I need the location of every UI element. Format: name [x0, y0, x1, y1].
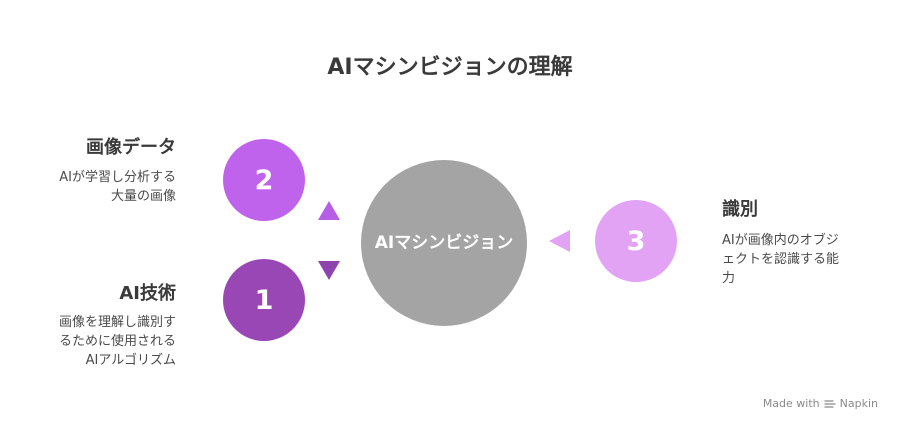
- ai-tech-desc-line: るために使用される: [58, 334, 176, 349]
- image-data-heading: 画像データ: [86, 137, 176, 158]
- node-1-number: 1: [254, 284, 274, 316]
- ai-tech-desc-line: AIアルゴリズム: [85, 353, 176, 368]
- node-1-circle: 1: [223, 259, 305, 341]
- center-circle: AIマシンビジョン: [361, 160, 527, 326]
- recognition-description: AIが画像内のオブジ ェクトを認識する能 力: [722, 231, 872, 288]
- diagram-title: AIマシンビジョンの理解: [327, 55, 573, 80]
- recognition-desc-line: 力: [722, 271, 736, 286]
- node-3-number: 3: [626, 225, 646, 257]
- arrow-down-icon: [318, 261, 340, 280]
- node-2-number: 2: [254, 164, 274, 196]
- arrow-left-icon: [549, 230, 570, 252]
- image-data-description: AIが学習し分析する 大量の画像: [6, 168, 176, 206]
- recognition-heading: 識別: [722, 199, 758, 220]
- napkin-logo-icon: [823, 399, 836, 408]
- recognition-desc-line: AIが画像内のオブジ: [722, 233, 839, 248]
- napkin-brand-text: Napkin: [839, 397, 878, 410]
- arrow-up-icon: [318, 201, 340, 220]
- center-label: AIマシンビジョン: [374, 232, 514, 253]
- made-with-napkin-watermark[interactable]: Made with Napkin: [763, 397, 878, 410]
- ai-tech-heading: AI技術: [119, 283, 176, 304]
- recognition-desc-line: ェクトを認識する能: [722, 252, 840, 267]
- node-3-circle: 3: [595, 200, 677, 282]
- image-data-desc-line: 大量の画像: [110, 189, 176, 204]
- made-with-text: Made with: [762, 397, 820, 410]
- ai-tech-description: 画像を理解し識別す るために使用される AIアルゴリズム: [6, 313, 176, 370]
- ai-tech-desc-line: 画像を理解し識別す: [58, 315, 176, 330]
- node-2-circle: 2: [223, 139, 305, 221]
- image-data-desc-line: AIが学習し分析する: [59, 170, 176, 185]
